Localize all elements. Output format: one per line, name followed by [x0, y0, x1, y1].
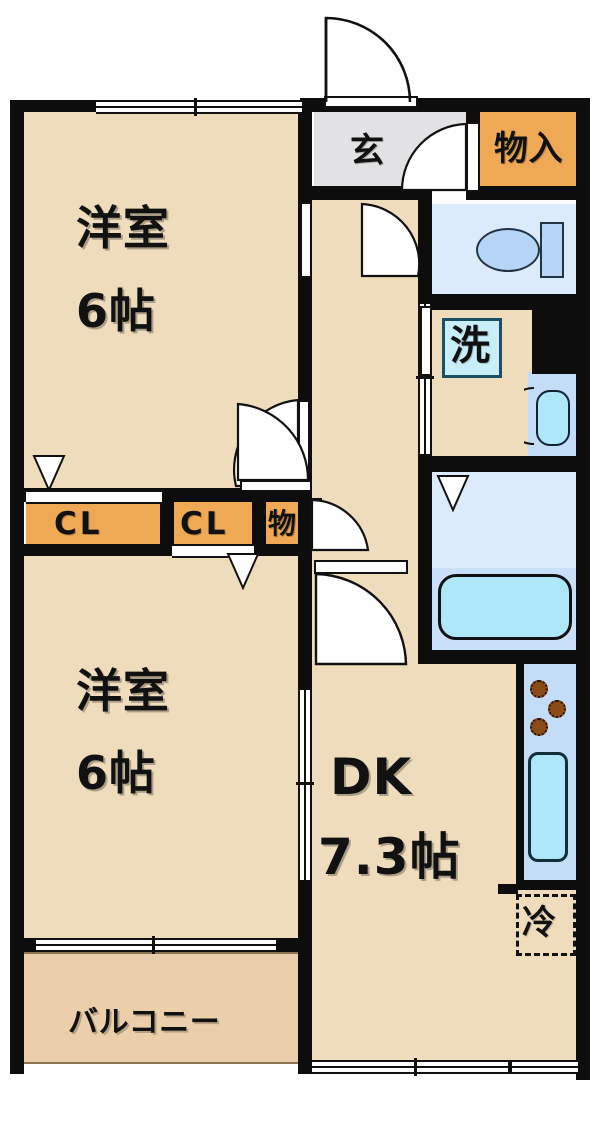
wall-bathroom-bottom [418, 650, 578, 664]
entry-closet-fill [480, 110, 576, 190]
window-bedroom-south-bottom [36, 938, 276, 952]
label-bedroom-south-name: 洋室 [76, 664, 170, 718]
wall-corridor-right-a [418, 186, 432, 304]
window-tick-dk [414, 1058, 417, 1076]
window-tick-dk-left [296, 782, 314, 785]
toilet-icon [476, 228, 540, 272]
window-tick-corridor [416, 376, 434, 379]
gas-burner-icon-3 [530, 718, 548, 736]
bedroom-north-inner-door-swing [236, 402, 310, 482]
label-closet-b: CL [180, 506, 229, 542]
bedroom-north-door-swing [360, 202, 421, 278]
bathroom-door-fold-marker [436, 475, 470, 512]
refrigerator-icon [516, 894, 576, 956]
genkan-inner-door-swing [400, 122, 468, 192]
bathtub-icon [438, 574, 572, 640]
dk-door-swing [314, 572, 408, 666]
label-bedroom-south-size: 6帖 [76, 746, 156, 800]
dk-door-leaf[interactable] [314, 560, 408, 574]
window-dk-left-vertical [298, 690, 312, 880]
bedroom-north-door-leaf[interactable] [300, 202, 312, 278]
toilet-tank-icon [540, 222, 564, 278]
label-closet-a: CL [54, 506, 103, 542]
label-entry-closet: 物入 [494, 129, 564, 169]
wall-washroom-right-upper [532, 306, 578, 374]
wall-kitchen-left [516, 660, 524, 888]
wall-washroom-bottom [418, 456, 578, 472]
label-dk-name: DK [330, 748, 413, 806]
wall-outer-left [10, 100, 24, 948]
entrance-door-swing [324, 16, 412, 103]
window-dk-bottom-right [512, 1060, 578, 1074]
sink-icon [536, 390, 570, 446]
washroom-door-leaf[interactable] [420, 306, 432, 376]
label-genkan: 玄 [350, 131, 385, 171]
window-dk-bottom-left [312, 1060, 508, 1074]
wall-closet-split-b [252, 488, 266, 556]
washing-machine-icon [442, 318, 502, 378]
wall-genkan-bottom [300, 186, 424, 200]
wall-bathroom-left [418, 560, 432, 664]
vanity-counter-outline [524, 387, 535, 445]
room-floor-bedroom-south [22, 552, 302, 940]
label-bedroom-north-name: 洋室 [76, 201, 170, 255]
wall-kitchen-bottom [516, 880, 584, 890]
window-tick-south [152, 936, 155, 954]
label-closet-c: 物 [268, 507, 297, 540]
storage-door-swing [310, 498, 370, 552]
closet-a-door-band[interactable] [26, 490, 162, 504]
wall-balcony-left [10, 940, 24, 1074]
closet-a-fill [26, 500, 162, 548]
wall-outer-right-lower [576, 660, 590, 1080]
label-washer: 洗 [450, 323, 491, 369]
window-bedroom-north-top [96, 100, 302, 114]
kitchen-sink-icon [528, 752, 568, 862]
closet-b-fill [172, 500, 254, 548]
wall-corridor-right-b [418, 452, 432, 562]
wall-closet-split-a [160, 488, 174, 556]
label-bedroom-north-size: 6帖 [76, 284, 156, 338]
label-dk-size: 7.3帖 [318, 828, 461, 886]
wall-entrycloset-bottom [466, 186, 578, 200]
wall-fridge-stub [498, 884, 518, 894]
wall-outer-right-upper [576, 98, 590, 664]
label-fridge: 冷 [522, 903, 557, 943]
gas-burner-icon [530, 680, 548, 698]
gas-burner-icon-2 [548, 700, 566, 718]
window-tick-north [194, 98, 197, 116]
label-balcony: バルコニー [68, 1005, 221, 1040]
closet-b-fold-marker [226, 553, 260, 590]
closet-a-fold-marker [32, 455, 66, 492]
